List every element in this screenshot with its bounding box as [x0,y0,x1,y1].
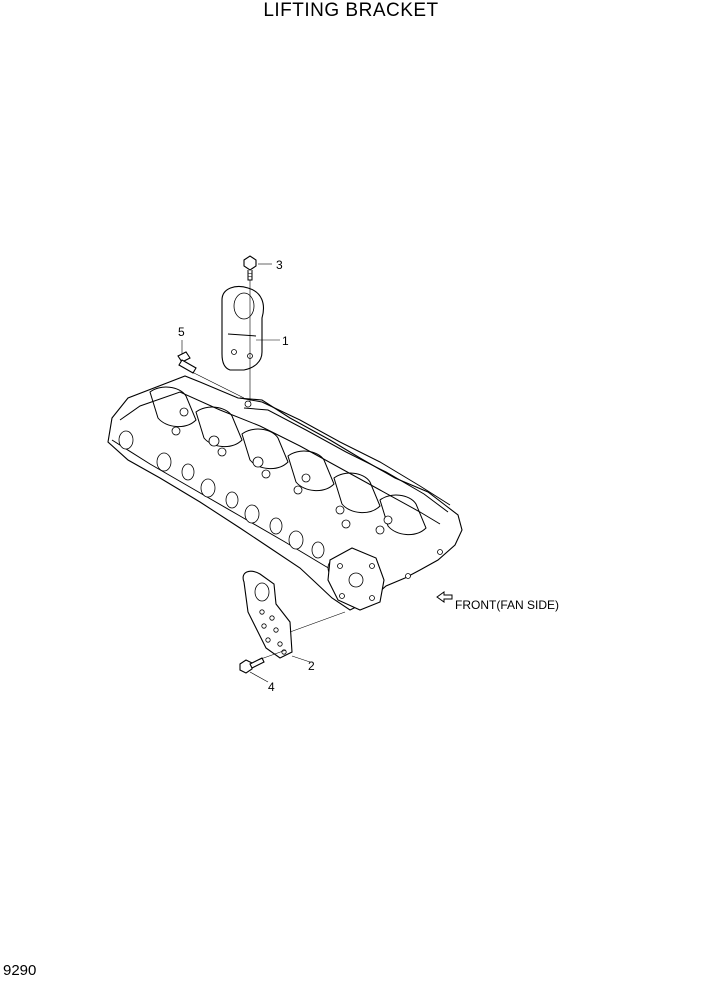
callout-2: 2 [308,659,315,673]
callout-5: 5 [178,325,185,339]
front-fan-side-label: FRONT(FAN SIDE) [455,598,559,612]
stud-bolt-part-5 [177,351,197,374]
leader-lines [181,263,346,683]
callout-4: 4 [268,680,275,694]
callout-3: 3 [276,258,283,272]
page-number: 9290 [3,962,37,979]
lifting-bracket-part-2 [242,570,293,659]
bolt-part-3 [243,255,257,281]
cylinder-head [107,375,463,611]
head-bolt-bosses [171,400,393,535]
callout-1: 1 [282,334,289,348]
lifting-bracket-part-1 [221,285,265,371]
page-title: LIFTING BRACKET [263,0,439,21]
front-direction-arrow-icon [436,591,453,603]
bolt-part-4 [239,657,265,674]
